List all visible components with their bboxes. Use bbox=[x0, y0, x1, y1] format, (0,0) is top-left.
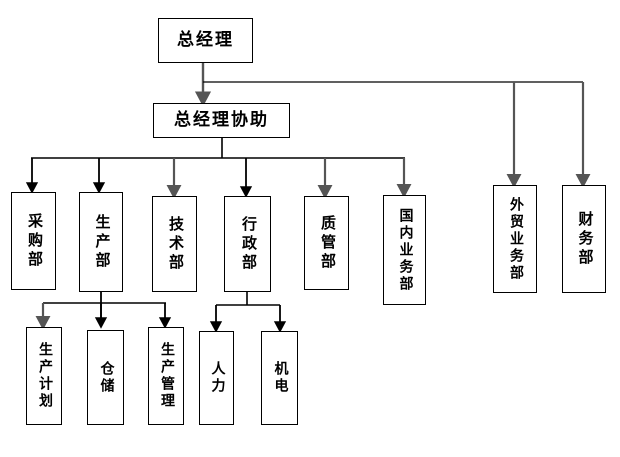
node-label: 行政部 bbox=[240, 215, 256, 273]
node-label: 总经理 bbox=[177, 30, 234, 50]
node-label: 技术部 bbox=[167, 215, 183, 273]
edge-administration-bus bbox=[209, 292, 287, 333]
node-label: 国内业务部 bbox=[397, 207, 413, 293]
node-technology-dept[interactable]: 技术部 bbox=[152, 196, 197, 292]
node-label: 生产部 bbox=[93, 213, 110, 271]
node-production-plan[interactable]: 生产计划 bbox=[26, 327, 62, 425]
node-label: 采购部 bbox=[26, 212, 42, 270]
node-label: 生产管理 bbox=[159, 342, 174, 410]
node-domestic-business-dept[interactable]: 国内业务部 bbox=[383, 195, 426, 305]
node-label: 仓储 bbox=[98, 360, 114, 395]
node-general-manager[interactable]: 总经理 bbox=[158, 18, 253, 63]
node-human-resources[interactable]: 人力 bbox=[199, 331, 234, 425]
node-production-management[interactable]: 生产管理 bbox=[148, 327, 184, 425]
node-label: 外贸业务部 bbox=[508, 196, 523, 282]
node-electromechanical[interactable]: 机电 bbox=[261, 331, 298, 425]
edge-production-bus bbox=[35, 292, 172, 331]
node-label: 人力 bbox=[209, 361, 225, 395]
node-gm-assistant[interactable]: 总经理协助 bbox=[153, 103, 290, 138]
node-administration-dept[interactable]: 行政部 bbox=[224, 196, 271, 292]
node-purchasing-dept[interactable]: 采购部 bbox=[11, 192, 56, 290]
node-label: 生产计划 bbox=[37, 342, 52, 410]
node-foreign-trade-dept[interactable]: 外贸业务部 bbox=[493, 185, 537, 293]
edge-gm-assistant-bus bbox=[25, 138, 412, 200]
node-label: 总经理协助 bbox=[174, 110, 269, 130]
node-production-dept[interactable]: 生产部 bbox=[79, 192, 123, 292]
node-quality-dept[interactable]: 质管部 bbox=[304, 196, 349, 290]
node-label: 机电 bbox=[272, 361, 288, 395]
node-label: 质管部 bbox=[319, 214, 335, 272]
node-finance-dept[interactable]: 财务部 bbox=[562, 185, 606, 293]
node-warehouse[interactable]: 仓储 bbox=[87, 330, 124, 425]
node-label: 财务部 bbox=[576, 210, 593, 268]
